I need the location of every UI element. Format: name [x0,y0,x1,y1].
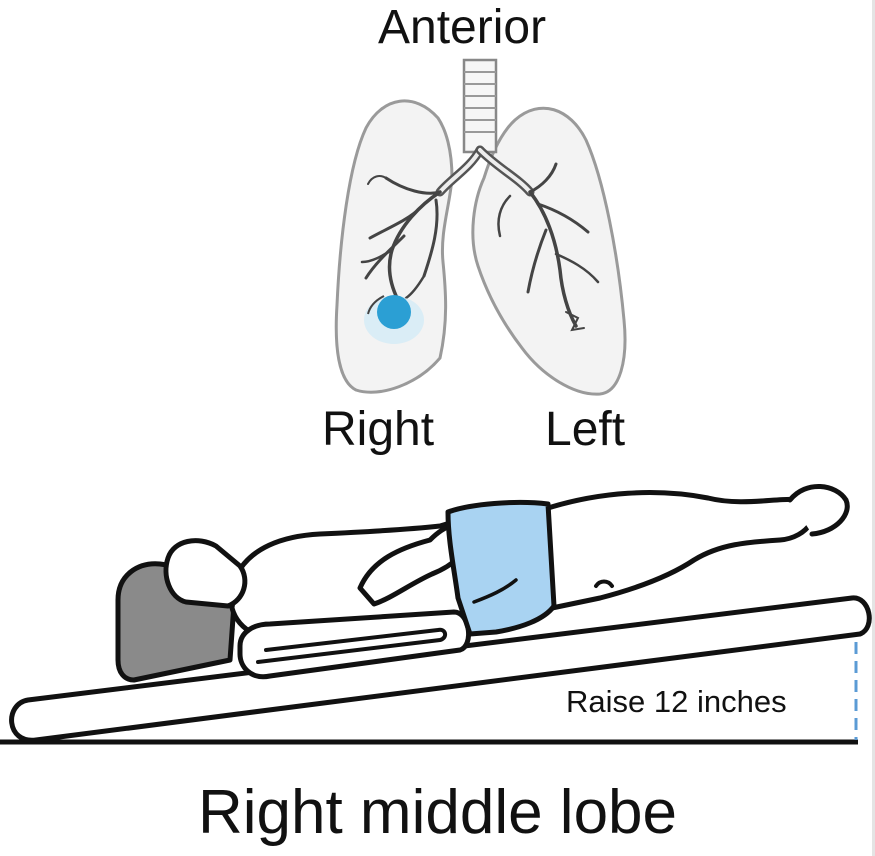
right-side-label: Right [322,403,435,456]
left-side-label: Left [545,403,626,456]
anterior-label: Anterior [378,1,547,54]
patient-foot [787,484,850,537]
incline-board [9,595,872,743]
right-middle-lobe-highlight [364,295,424,344]
image-edge-strip [872,0,875,856]
tilt-board-icon [0,595,872,745]
trachea [462,58,498,154]
reclining-patient-icon [115,484,850,683]
patient-head [163,538,248,609]
raise-height-label: Raise 12 inches [566,684,787,719]
figure-title: Right middle lobe [197,778,678,847]
patient-shorts [445,499,557,637]
patient-legs [545,490,816,611]
bronchial-tree [360,145,600,332]
lungs-icon [334,58,627,396]
